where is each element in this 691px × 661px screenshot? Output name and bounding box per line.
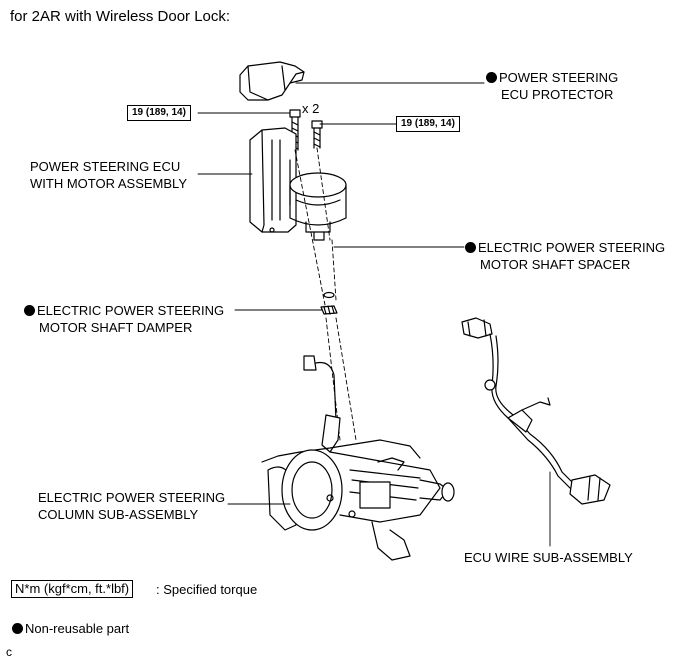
- column-assembly-part: [261, 355, 455, 561]
- legend-torque-text: : Specified torque: [156, 582, 258, 597]
- label-shaft-damper: ELECTRIC POWER STEERING MOTOR SHAFT DAMP…: [24, 302, 224, 336]
- shaft-damper-part: [320, 305, 338, 315]
- non-reusable-bullet-icon: [12, 623, 23, 634]
- torque-spec-right: 19 (189, 14): [396, 116, 460, 132]
- bolt-right: [311, 120, 323, 149]
- label-ecu-protector: POWER STEERING ECU PROTECTOR: [486, 69, 618, 103]
- page-title: for 2AR with Wireless Door Lock:: [10, 8, 231, 25]
- label-ecu-wire: ECU WIRE SUB-ASSEMBLY: [464, 550, 633, 565]
- non-reusable-bullet-icon: [24, 305, 35, 316]
- label-column-assembly: ELECTRIC POWER STEERING COLUMN SUB-ASSEM…: [38, 490, 226, 522]
- ecu-motor-part: [249, 127, 347, 241]
- torque-spec-left: 19 (189, 14): [127, 105, 191, 121]
- bolt-quantity: x 2: [302, 101, 320, 116]
- label-ecu-motor: POWER STEERING ECU WITH MOTOR ASSEMBLY: [30, 159, 187, 191]
- shaft-spacer-part: [323, 291, 335, 299]
- label-shaft-spacer: ELECTRIC POWER STEERING MOTOR SHAFT SPAC…: [465, 239, 665, 273]
- legend-nonreusable: Non-reusable part: [12, 620, 129, 637]
- legend-torque-unit: N*m (kgf*cm, ft.*lbf): [11, 580, 134, 598]
- ecu-wire-part: [461, 317, 611, 505]
- figure-code: c: [6, 645, 12, 659]
- non-reusable-bullet-icon: [486, 72, 497, 83]
- non-reusable-bullet-icon: [465, 242, 476, 253]
- ecu-protector-part: [239, 61, 305, 101]
